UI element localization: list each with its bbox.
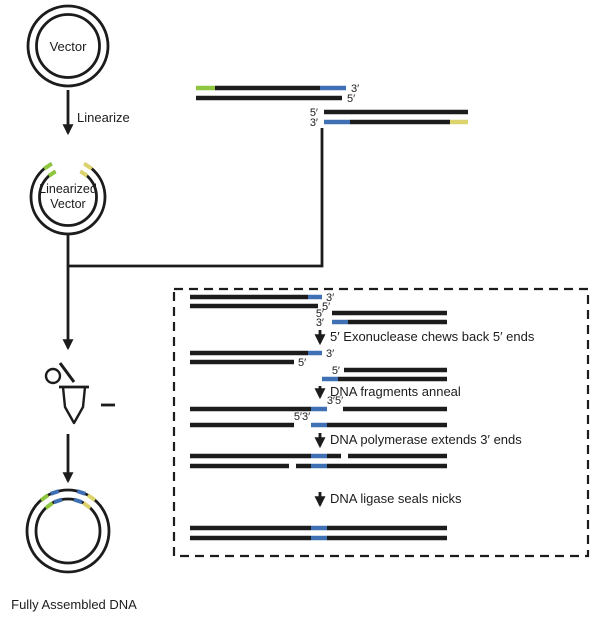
assembled-yellow-tick-outer bbox=[86, 493, 97, 502]
vector-plasmid: Vector bbox=[26, 4, 110, 88]
assembled-outer-ring bbox=[25, 488, 111, 574]
exonuclease-step-label: 5′ Exonuclease chews back 5′ ends bbox=[330, 329, 535, 344]
r2-a-5prime-label: 5′ bbox=[298, 357, 306, 369]
assembled-blue-left-tick-inner bbox=[53, 497, 63, 505]
assembled-blue-right-tick-inner bbox=[73, 497, 83, 505]
mixing-tube bbox=[44, 362, 115, 425]
anneal-step-label: DNA fragments anneal bbox=[330, 384, 461, 399]
step-ligase: DNA ligase seals nicks bbox=[314, 491, 462, 508]
fragment-b-bottom-3prime-label: 3′ bbox=[310, 117, 318, 129]
green-homology-tick-inner bbox=[47, 169, 57, 178]
step-polymerase: DNA polymerase extends 3′ ends bbox=[314, 432, 522, 449]
ligase-step-label: DNA ligase seals nicks bbox=[330, 491, 462, 506]
step-sealed-product bbox=[190, 525, 447, 541]
assembly-steps-box bbox=[172, 287, 590, 558]
fragment-b-top-5prime-label: 5′ bbox=[310, 107, 318, 119]
r2-b-5prime-label: 5′ bbox=[332, 365, 340, 377]
dna-fragments: 3′ 5′ 5′ 3′ bbox=[196, 83, 468, 129]
assembled-plasmid bbox=[25, 488, 111, 574]
assembled-green-tick-inner bbox=[44, 501, 54, 510]
assembled-blue-left-tick-outer bbox=[50, 489, 60, 496]
assembled-green-tick-outer bbox=[39, 493, 50, 502]
vector-outer-ring bbox=[26, 4, 110, 88]
linearized-label-line2: Vector bbox=[50, 197, 85, 211]
linearized-label-line1: Linearized bbox=[39, 182, 97, 196]
r1-b-3prime-label: 3′ bbox=[316, 317, 324, 329]
step-chewed-fragments: 3′ 5′ 5′ bbox=[190, 348, 447, 382]
r3-bottom-nick-label: 5′3′ bbox=[294, 411, 310, 423]
fragment-a-top-3prime-label: 3′ bbox=[351, 83, 359, 95]
green-homology-tick-outer bbox=[43, 162, 53, 171]
yellow-homology-tick-inner bbox=[79, 169, 89, 178]
fragment-merge-connector bbox=[68, 128, 324, 268]
step-exonuclease: 5′ Exonuclease chews back 5′ ends bbox=[314, 329, 535, 346]
r3-top-nick-label: 3′5′ bbox=[327, 395, 343, 407]
step-extended-fragments bbox=[190, 453, 447, 469]
r1-b-5prime-label: 5′ bbox=[316, 308, 324, 320]
assembled-dna-label: Fully Assembled DNA bbox=[11, 597, 137, 612]
r1-a-3prime-label: 3′ bbox=[326, 292, 334, 304]
tube-body-icon bbox=[61, 386, 87, 425]
step-initial-fragments: 3′ 5′ 5′ 3′ bbox=[190, 292, 447, 329]
r1-a-5prime-label: 5′ bbox=[322, 301, 330, 313]
r2-a-3prime-label: 3′ bbox=[326, 348, 334, 360]
linearized-gap bbox=[46, 152, 90, 197]
linearized-vector: Linearized Vector bbox=[29, 152, 107, 236]
assembled-blue-right-tick-outer bbox=[76, 489, 86, 496]
polymerase-step-label: DNA polymerase extends 3′ ends bbox=[330, 432, 522, 447]
pipette-icon bbox=[58, 362, 76, 383]
step-anneal: DNA fragments anneal bbox=[314, 384, 461, 400]
assembled-yellow-tick-inner bbox=[82, 501, 92, 510]
tube-cap-icon bbox=[44, 367, 62, 385]
vector-inner-ring bbox=[35, 13, 101, 79]
yellow-homology-tick-outer bbox=[83, 162, 93, 171]
vector-label: Vector bbox=[50, 39, 88, 54]
assembled-inner-ring bbox=[34, 497, 102, 565]
fragment-a-bottom-5prime-label: 5′ bbox=[347, 93, 355, 105]
linearize-label: Linearize bbox=[77, 110, 130, 125]
step-annealed-fragments: 3′5′ 5′3′ bbox=[190, 395, 447, 428]
